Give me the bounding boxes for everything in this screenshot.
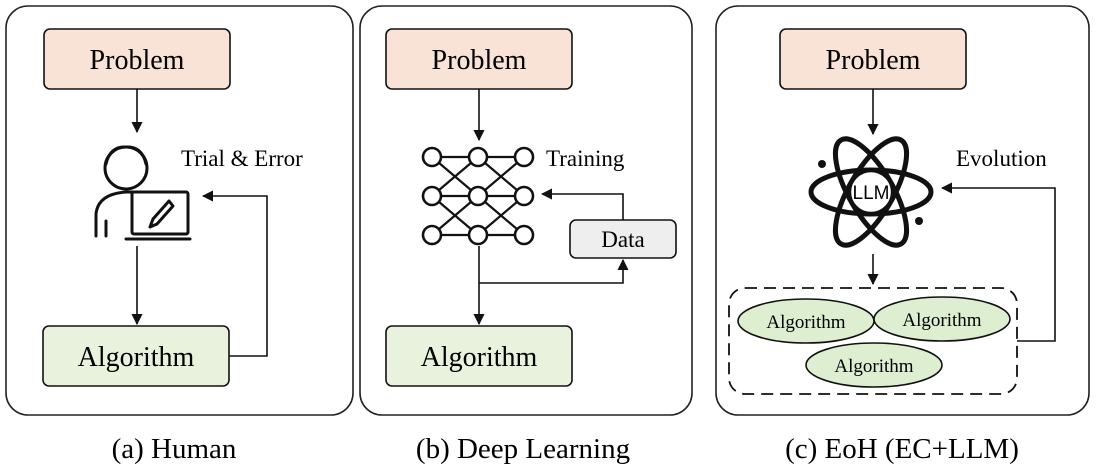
- person-with-laptop-icon: [94, 145, 192, 241]
- data-label: Data: [601, 227, 644, 252]
- panel-dl-frame: [359, 5, 693, 416]
- problem-label: Problem: [826, 45, 921, 76]
- population-algorithm-3-label: Algorithm: [834, 356, 913, 377]
- trial-error-label: Trial & Error: [181, 146, 303, 171]
- training-arrow: [540, 188, 624, 220]
- panel-human: Problem Trial & Error Algorithm (a) Huma…: [5, 5, 354, 465]
- panel-deep-learning: Problem Training Data Algorithm (b) Deep: [359, 5, 693, 465]
- algorithm-label: Algorithm: [421, 342, 538, 373]
- atom-icon: [808, 136, 934, 248]
- problem-label: Problem: [432, 45, 527, 76]
- panel-eoh: Problem LLM Evolution Algorithm Algorith…: [715, 5, 1090, 465]
- evolution-label: Evolution: [956, 146, 1047, 171]
- caption-human: (a) Human: [112, 433, 237, 465]
- caption-eoh: (c) EoH (EC+LLM): [785, 433, 1019, 465]
- problem-label: Problem: [90, 45, 185, 76]
- population-algorithm-1-label: Algorithm: [766, 312, 845, 333]
- training-label: Training: [546, 146, 625, 171]
- caption-deep-learning: (b) Deep Learning: [416, 433, 630, 465]
- llm-label: LLM: [853, 183, 890, 204]
- evolution-arrow: [940, 182, 1056, 342]
- population-algorithm-2-label: Algorithm: [902, 310, 981, 331]
- algorithm-box: [385, 325, 573, 387]
- neural-network-icon: [421, 146, 535, 246]
- algorithm-label: Algorithm: [78, 342, 195, 373]
- population-algorithm-3: [805, 342, 943, 388]
- data-feed-arrow: [479, 258, 629, 284]
- population-algorithm-2: [873, 296, 1011, 342]
- feedback-arrow: [201, 190, 268, 357]
